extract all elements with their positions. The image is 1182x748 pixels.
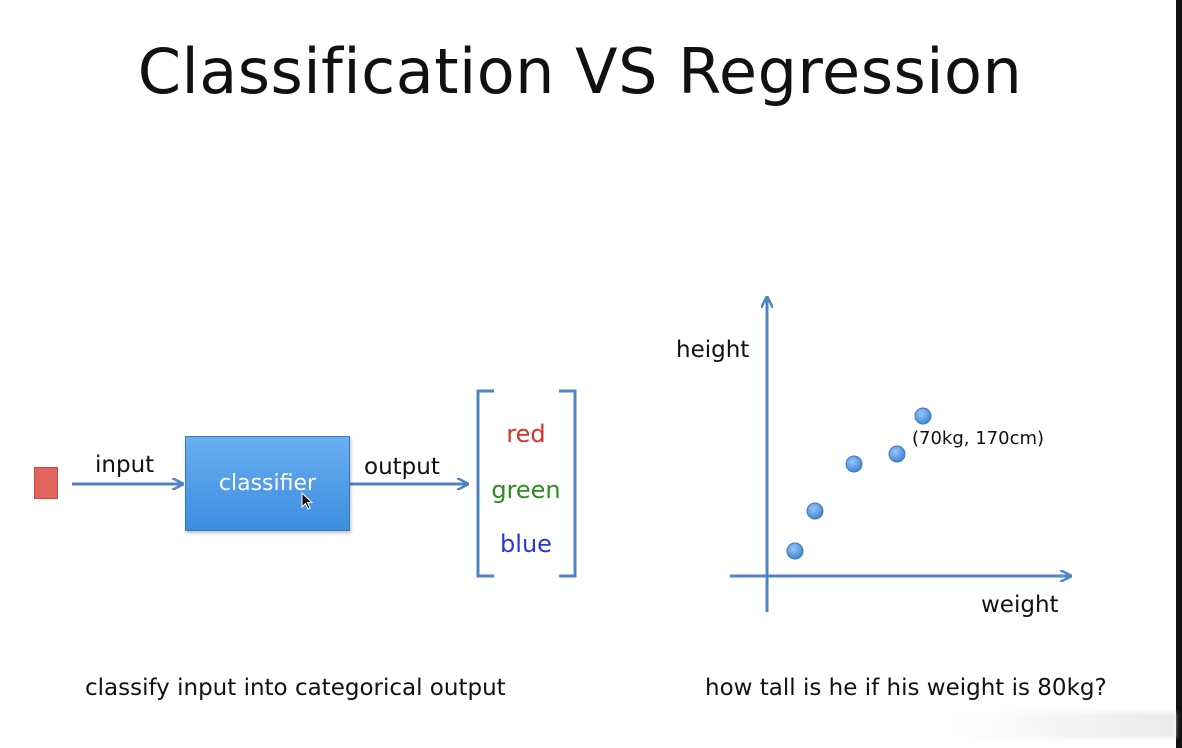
y-axis-label: height xyxy=(676,337,750,363)
data-point xyxy=(806,502,824,520)
left-bracket xyxy=(476,389,494,578)
classifier-label: classifier xyxy=(218,471,317,496)
bottom-shadow xyxy=(950,712,1176,738)
input-label: input xyxy=(95,452,155,478)
data-point xyxy=(786,542,804,560)
slide-title: Classification VS Regression xyxy=(137,35,1023,108)
output-label: output xyxy=(364,454,440,480)
data-point xyxy=(914,407,932,425)
classification-caption: classify input into categorical output xyxy=(85,675,506,701)
class-red: red xyxy=(506,420,546,448)
point-annotation: (70kg, 170cm) xyxy=(912,428,1045,449)
right-edge-border xyxy=(1176,0,1182,748)
data-point xyxy=(845,455,863,473)
data-point xyxy=(888,445,906,463)
right-bracket xyxy=(559,389,577,578)
mouse-cursor-icon xyxy=(301,492,314,510)
classifier-box: classifier xyxy=(185,436,350,531)
class-green: green xyxy=(491,476,561,504)
input-sample-square xyxy=(34,467,58,499)
x-axis-label: weight xyxy=(981,592,1059,618)
class-blue: blue xyxy=(500,530,552,558)
regression-caption: how tall is he if his weight is 80kg? xyxy=(705,675,1107,701)
